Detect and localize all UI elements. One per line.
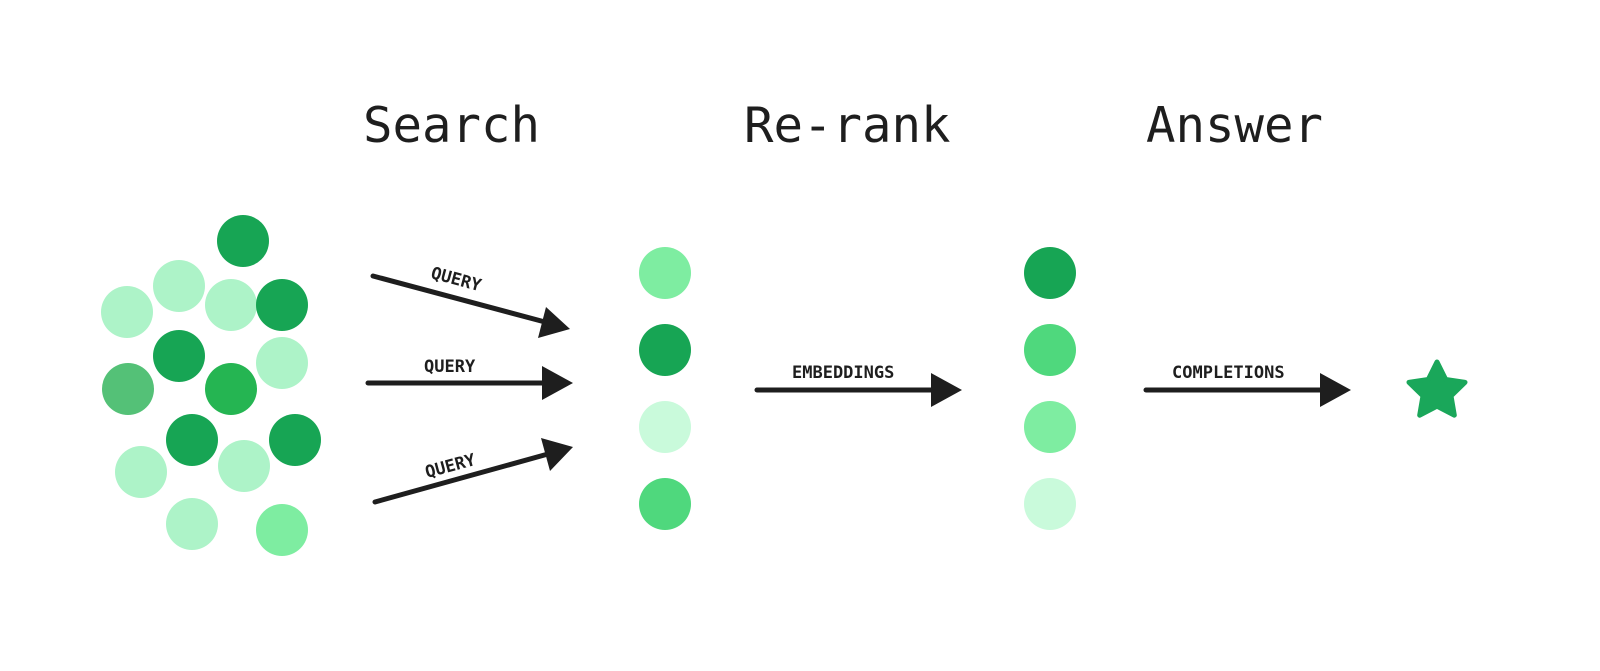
document-dot	[166, 498, 218, 550]
query-arrow-top: QUERY	[370, 264, 570, 338]
search-result-dot	[639, 324, 691, 376]
document-dot	[256, 337, 308, 389]
document-dot	[269, 414, 321, 466]
document-dot	[153, 260, 205, 312]
document-dot	[166, 414, 218, 466]
document-cluster	[101, 215, 321, 556]
document-dot	[218, 440, 270, 492]
completions-label: COMPLETIONS	[1172, 363, 1285, 383]
reranked-result-dot	[1024, 478, 1076, 530]
star-icon	[1406, 359, 1468, 418]
document-dot	[101, 286, 153, 338]
document-dot	[256, 504, 308, 556]
stage-title-rerank: Re-rank	[744, 97, 951, 154]
document-dot	[205, 279, 257, 331]
completions-arrow: COMPLETIONS	[1143, 363, 1351, 407]
query-arrow-middle: QUERY	[365, 357, 573, 400]
search-result-dot	[639, 401, 691, 453]
stage-title-search: Search	[363, 97, 540, 154]
document-dot	[256, 279, 308, 331]
stage-title-answer: Answer	[1146, 97, 1323, 154]
document-dot	[205, 363, 257, 415]
document-dot	[102, 363, 154, 415]
search-result-dot	[639, 478, 691, 530]
search-result-dot	[639, 247, 691, 299]
reranked-result-dot	[1024, 401, 1076, 453]
embeddings-arrow: EMBEDDINGS	[754, 363, 962, 407]
embeddings-label: EMBEDDINGS	[792, 363, 894, 383]
reranked-result-dot	[1024, 247, 1076, 299]
reranked-result-dot	[1024, 324, 1076, 376]
document-dot	[217, 215, 269, 267]
query-arrow-bottom: QUERY	[372, 438, 573, 505]
reranked-results-column	[1024, 247, 1076, 530]
query-label-middle: QUERY	[424, 357, 476, 377]
document-dot	[115, 446, 167, 498]
document-dot	[153, 330, 205, 382]
search-results-column	[639, 247, 691, 530]
